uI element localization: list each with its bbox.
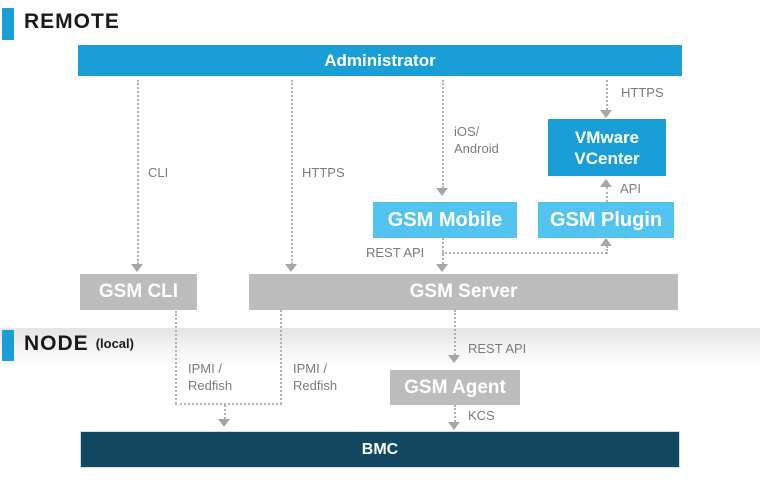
gsm-plugin-label: GSM Plugin xyxy=(549,208,663,231)
cli-arrowhead xyxy=(131,264,143,272)
https-left-edge-label: HTTPS xyxy=(302,165,345,180)
ios-android-arrowhead xyxy=(436,188,448,196)
rest-api-node-line xyxy=(454,310,456,355)
remote-accent-bar xyxy=(2,8,14,40)
https-left-connector-line xyxy=(291,80,293,264)
vmware-vcenter-line1: VMware xyxy=(574,127,640,147)
node-accent-bar xyxy=(2,330,14,361)
ipmi-right-edge-label: IPMI / Redfish xyxy=(293,360,337,394)
bmc-label: BMC xyxy=(361,440,399,458)
gsm-cli-box: GSM CLI xyxy=(80,274,197,310)
cli-connector-line xyxy=(137,80,139,264)
https-right-connector-line xyxy=(606,80,608,110)
rest-api-horizontal-line xyxy=(442,252,607,254)
https-right-edge-label: HTTPS xyxy=(621,85,664,100)
vmware-vcenter-line2: VCenter xyxy=(574,148,640,168)
gsm-agent-label: GSM Agent xyxy=(404,376,506,398)
ios-android-line2: Android xyxy=(454,141,499,156)
bmc-box: BMC xyxy=(81,432,679,467)
remote-section-title: REMOTE xyxy=(24,10,120,34)
ipmi-right-line2: Redfish xyxy=(293,378,338,393)
api-edge-label: API xyxy=(620,181,641,196)
ipmi-drop-line xyxy=(224,405,226,419)
ipmi-left-line2: Redfish xyxy=(188,378,233,393)
mobile-to-server-line xyxy=(442,238,444,264)
gsm-server-label: GSM Server xyxy=(409,281,518,302)
ipmi-arrowhead xyxy=(218,419,230,427)
server-to-plugin-arrowhead xyxy=(600,238,612,246)
ipmi-right-line xyxy=(280,310,282,404)
administrator-label: Administrator xyxy=(324,50,436,70)
plugin-stub-line xyxy=(606,246,608,254)
rest-api-node-arrowhead xyxy=(448,355,460,363)
gsm-mobile-label: GSM Mobile xyxy=(387,208,503,231)
ipmi-merge-line xyxy=(175,403,282,405)
kcs-line xyxy=(454,405,456,422)
ios-android-connector-line xyxy=(442,80,444,188)
https-right-arrowhead xyxy=(600,110,612,118)
gsm-plugin-box: GSM Plugin xyxy=(538,202,674,238)
gsm-mobile-box: GSM Mobile xyxy=(373,202,517,238)
gsm-agent-box: GSM Agent xyxy=(390,370,520,405)
node-section-band xyxy=(0,328,760,370)
vmware-vcenter-box: VMware VCenter xyxy=(548,119,666,176)
gsm-server-box: GSM Server xyxy=(249,274,678,310)
remote-label: REMOTE xyxy=(24,10,120,33)
api-arrowhead xyxy=(600,179,612,187)
node-sublabel: (local) xyxy=(95,336,134,351)
ipmi-left-edge-label: IPMI / Redfish xyxy=(188,360,232,394)
cli-edge-label: CLI xyxy=(148,165,169,180)
ios-android-line1: iOS/ xyxy=(454,124,480,139)
node-section-title: NODE (local) xyxy=(24,332,134,356)
ipmi-left-line xyxy=(175,311,177,404)
gsm-cli-label: GSM CLI xyxy=(98,281,179,302)
kcs-arrowhead xyxy=(448,422,460,430)
api-connector-line xyxy=(606,187,608,202)
node-label: NODE xyxy=(24,332,89,355)
rest-api-node-edge-label: REST API xyxy=(468,341,527,356)
administrator-box: Administrator xyxy=(78,45,682,76)
ipmi-left-line1: IPMI / xyxy=(188,361,222,376)
https-left-arrowhead xyxy=(285,264,297,272)
ipmi-right-line1: IPMI / xyxy=(293,361,327,376)
mobile-to-server-arrowhead xyxy=(436,264,448,272)
kcs-edge-label: KCS xyxy=(468,408,495,423)
vmware-vcenter-label: VMware VCenter xyxy=(574,127,639,169)
ios-android-edge-label: iOS/ Android xyxy=(454,123,499,157)
rest-api-remote-edge-label: REST API xyxy=(366,245,425,260)
